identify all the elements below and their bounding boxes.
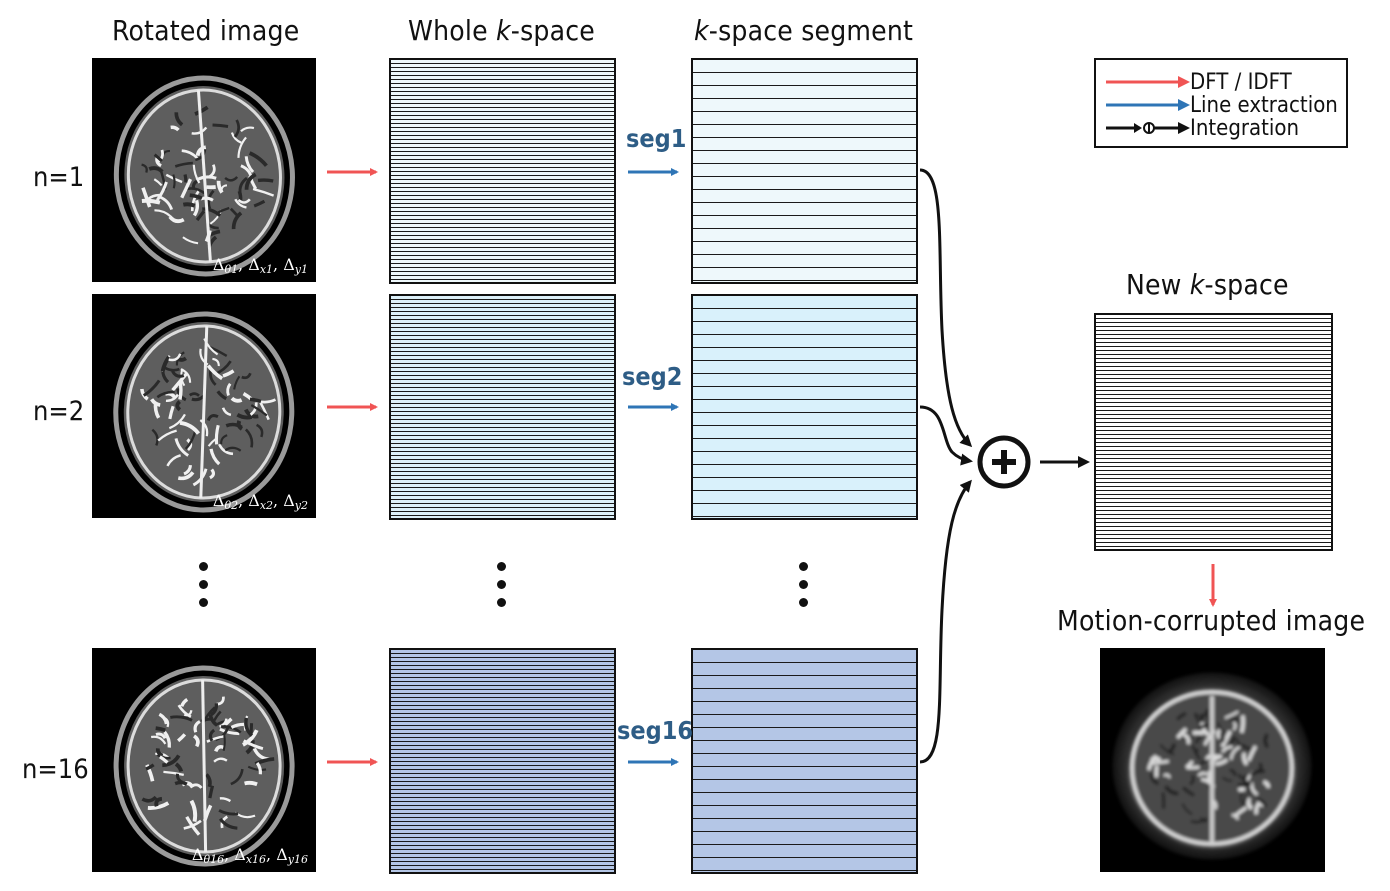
- header-whole-kspace-k: k: [496, 14, 511, 47]
- legend: DFT / IDFT Line extraction Integration: [1094, 58, 1348, 148]
- whole-kspace-n1: [389, 58, 616, 284]
- brain-mri-image: [113, 665, 295, 867]
- header-new-kspace: New k-space: [1126, 268, 1289, 301]
- brain-mri-image: [113, 311, 295, 513]
- row-label-n1: n=1: [33, 162, 85, 193]
- seg-label-1: seg1: [626, 124, 687, 153]
- kspace-segment-n16: [691, 648, 918, 874]
- integration-curve-n1: [919, 168, 973, 448]
- kspace-segment-n2: [691, 294, 918, 520]
- brain-mri-image: [113, 75, 295, 277]
- whole-kspace-n2: [389, 294, 616, 520]
- kspace-segment-n1: [691, 58, 918, 284]
- header-whole-kspace-pre: Whole: [408, 14, 496, 47]
- header-segment-post: -space segment: [708, 14, 914, 47]
- seg-label-16: seg16: [617, 716, 694, 745]
- blurred-brain-image: [1113, 673, 1311, 859]
- ellipsis-dots-images: [199, 562, 209, 616]
- red-arrow-icon: [1106, 76, 1190, 88]
- legend-extraction-label: Line extraction: [1190, 93, 1338, 118]
- header-kspace-segment: k-space segment: [694, 14, 913, 47]
- rotated-image-n1: Δθ1, Δx1, Δy1: [92, 58, 316, 282]
- ellipsis-dots-segment: [799, 562, 809, 616]
- ellipsis-dots-kspace: [497, 562, 507, 616]
- motion-params-n2: Δθ2, Δx2, Δy2: [212, 491, 308, 512]
- header-new-kspace-pre: New: [1126, 268, 1190, 301]
- row-label-n2: n=2: [33, 396, 85, 427]
- new-kspace: [1094, 313, 1333, 551]
- legend-dft-label: DFT / IDFT: [1190, 70, 1292, 95]
- header-whole-kspace: Whole k-space: [408, 14, 595, 47]
- blue-arrow-icon: [1106, 99, 1190, 111]
- header-new-kspace-post: -space: [1204, 268, 1289, 301]
- integration-arrow-icon: [1106, 122, 1190, 134]
- header-whole-kspace-post: -space: [510, 14, 595, 47]
- header-rotated-image: Rotated image: [112, 14, 300, 47]
- motion-params-n1: Δθ1, Δx1, Δy1: [212, 255, 308, 276]
- legend-integration-label: Integration: [1190, 116, 1300, 141]
- circled-plus-icon: [977, 435, 1031, 489]
- row-label-n16: n=16: [22, 754, 89, 785]
- integration-curve-n16: [919, 479, 972, 764]
- motion-params-n16: Δθ16, Δx16, Δy16: [191, 845, 308, 866]
- header-motion-corrupted: Motion-corrupted image: [1057, 604, 1366, 637]
- rotated-image-n16: Δθ16, Δx16, Δy16: [92, 648, 316, 872]
- seg-label-2: seg2: [622, 362, 683, 391]
- motion-corrupted-image: [1100, 648, 1325, 872]
- header-segment-k: k: [694, 14, 709, 47]
- whole-kspace-n16: [389, 648, 616, 874]
- header-new-kspace-k: k: [1189, 268, 1205, 301]
- rotated-image-n2: Δθ2, Δx2, Δy2: [92, 294, 316, 518]
- integration-curve-n2: [919, 405, 973, 466]
